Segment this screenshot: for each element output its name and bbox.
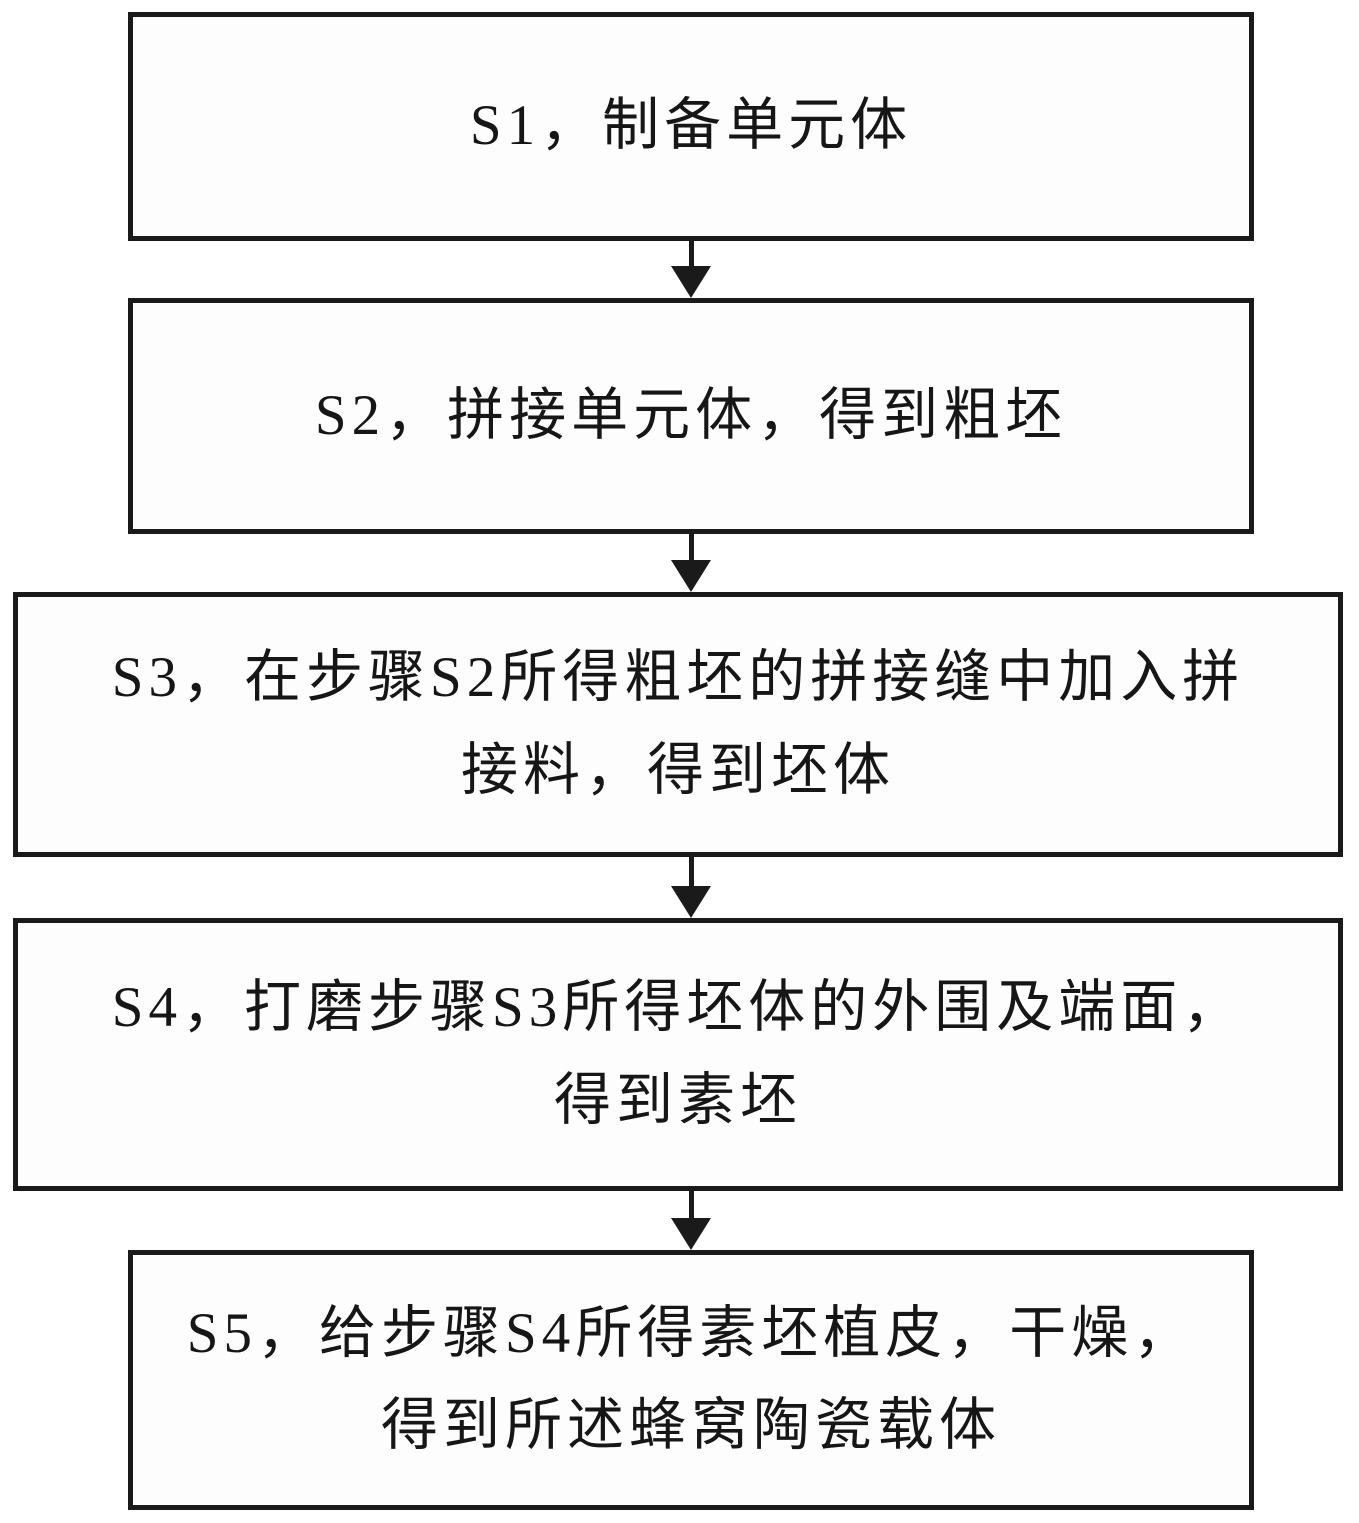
arrow-head: [671, 560, 711, 592]
arrow-down-icon: [671, 856, 711, 918]
arrow-head: [671, 266, 711, 298]
flow-step-s5-text-line1: S5，给步骤S4所得素坯植皮，干燥，: [186, 1301, 1196, 1365]
arrow-stem: [688, 533, 694, 561]
flow-step-s1-text: S1，制备单元体: [469, 94, 913, 158]
arrow-stem: [688, 1191, 694, 1219]
flow-step-s3-text-line1: S3，在步骤S2所得粗坯的拼接缝中加入拼: [111, 646, 1245, 710]
flow-step-s4: S4，打磨步骤S3所得坯体的外围及端面， 得到素坯: [13, 918, 1343, 1191]
flow-step-s5: S5，给步骤S4所得素坯植皮，干燥， 得到所述蜂窝陶瓷载体: [128, 1250, 1254, 1510]
flow-step-s5-text-line2: 得到所述蜂窝陶瓷载体: [381, 1394, 1001, 1457]
arrow-down-icon: [671, 1191, 711, 1250]
flow-step-s4-text-line2: 得到素坯: [554, 1068, 802, 1132]
arrow-head: [671, 886, 711, 918]
arrow-down-icon: [671, 533, 711, 592]
arrow-head: [671, 1218, 711, 1250]
flow-step-s2: S2，拼接单元体，得到粗坯: [128, 298, 1254, 534]
flow-step-s3-text-line2: 接料，得到坯体: [461, 738, 895, 802]
flow-step-s4-text-line1: S4，打磨步骤S3所得坯体的外围及端面，: [111, 976, 1245, 1040]
arrow-stem: [688, 240, 694, 267]
flow-step-s1: S1，制备单元体: [128, 12, 1254, 241]
flow-step-s2-text: S2，拼接单元体，得到粗坯: [314, 383, 1068, 447]
arrow-stem: [688, 856, 694, 887]
arrow-down-icon: [671, 240, 711, 298]
flow-step-s3: S3，在步骤S2所得粗坯的拼接缝中加入拼 接料，得到坯体: [13, 592, 1343, 857]
